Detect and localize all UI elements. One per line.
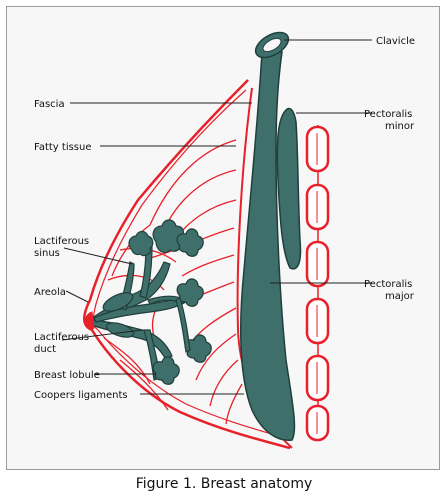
label-lactiferous-sinus-line1: Lactiferous	[34, 236, 89, 247]
label-areola: Areola	[34, 287, 66, 298]
leader-lines	[61, 39, 372, 395]
label-pectoralis-major-line1: Pectoralis	[364, 279, 412, 290]
label-pectoralis-major-line2: major	[385, 291, 415, 302]
label-fatty-tissue: Fatty tissue	[34, 142, 92, 153]
label-lactiferous-duct-line1: Lactiferous	[34, 332, 89, 343]
label-pectoralis-minor-line1: Pectoralis	[364, 109, 412, 120]
label-clavicle: Clavicle	[376, 36, 415, 47]
label-breast-lobule: Breast lobule	[34, 370, 100, 381]
pectoralis-minor-muscle	[276, 107, 302, 270]
glandular-tissue	[91, 219, 212, 385]
label-fascia: Fascia	[34, 99, 65, 110]
figure-caption: Figure 1. Breast anatomy	[135, 476, 313, 492]
label-coopers-ligaments: Coopers ligaments	[34, 390, 128, 401]
label-lactiferous-sinus-line2: sinus	[34, 248, 60, 259]
figure-frame	[6, 6, 440, 470]
label-pectoralis-minor-line2: minor	[385, 121, 415, 132]
skin-outline	[83, 79, 291, 450]
label-lactiferous-duct-line2: duct	[34, 344, 56, 355]
clavicle-bone	[254, 31, 290, 59]
nipple	[84, 311, 95, 330]
pectoralis-major-muscle	[239, 51, 296, 441]
coopers-ligaments	[103, 139, 243, 425]
